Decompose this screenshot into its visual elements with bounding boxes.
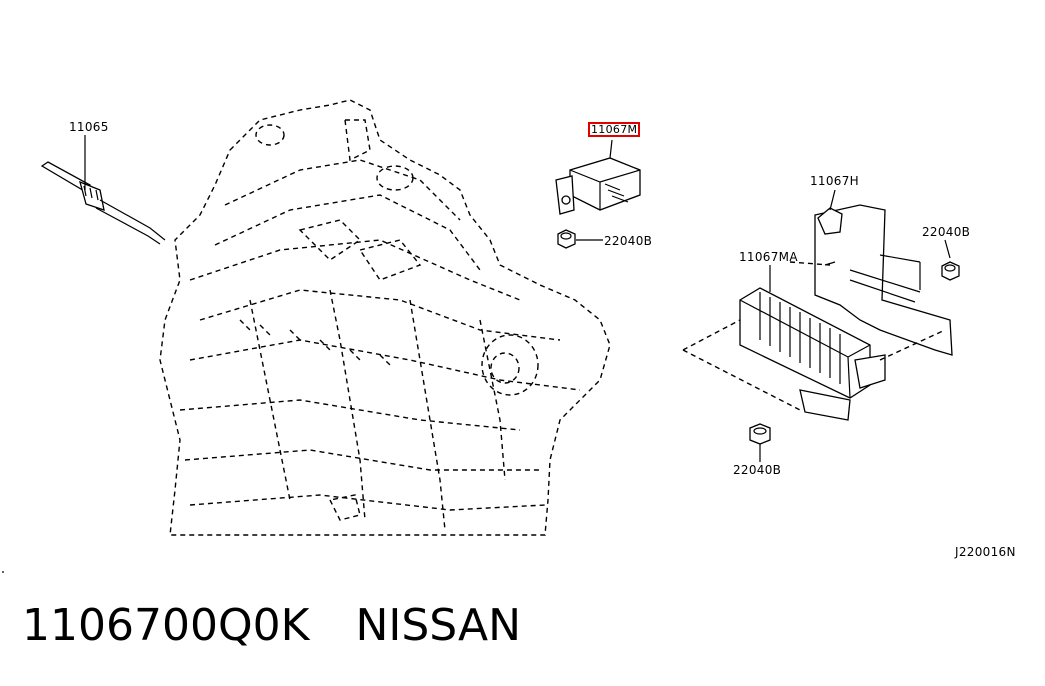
controller-drawing (682, 261, 946, 421)
label-11065: 11065 (69, 120, 109, 134)
label-22040b-upper: 22040B (604, 234, 653, 248)
engine-block-drawing (159, 99, 611, 536)
label-22040b-right: 22040B (922, 225, 971, 239)
glow-plug-drawing (40, 135, 166, 245)
label-22040b-lower: 22040B (733, 463, 782, 477)
label-11067m-highlighted[interactable]: 11067M (588, 122, 641, 137)
brand-name: NISSAN (355, 600, 522, 651)
label-11067h: 11067H (810, 174, 859, 188)
nut-right-drawing (941, 239, 960, 281)
nut-upper-drawing (557, 229, 603, 249)
figure-code: J220016N (955, 545, 1016, 559)
part-number: 1106700Q0K (22, 600, 310, 651)
label-11067ma: 11067MA (739, 250, 798, 264)
relay-drawing (555, 139, 641, 215)
bracket-drawing (814, 189, 953, 356)
caption: 1106700Q0K NISSAN (22, 598, 521, 654)
nut-lower-drawing (749, 423, 771, 462)
